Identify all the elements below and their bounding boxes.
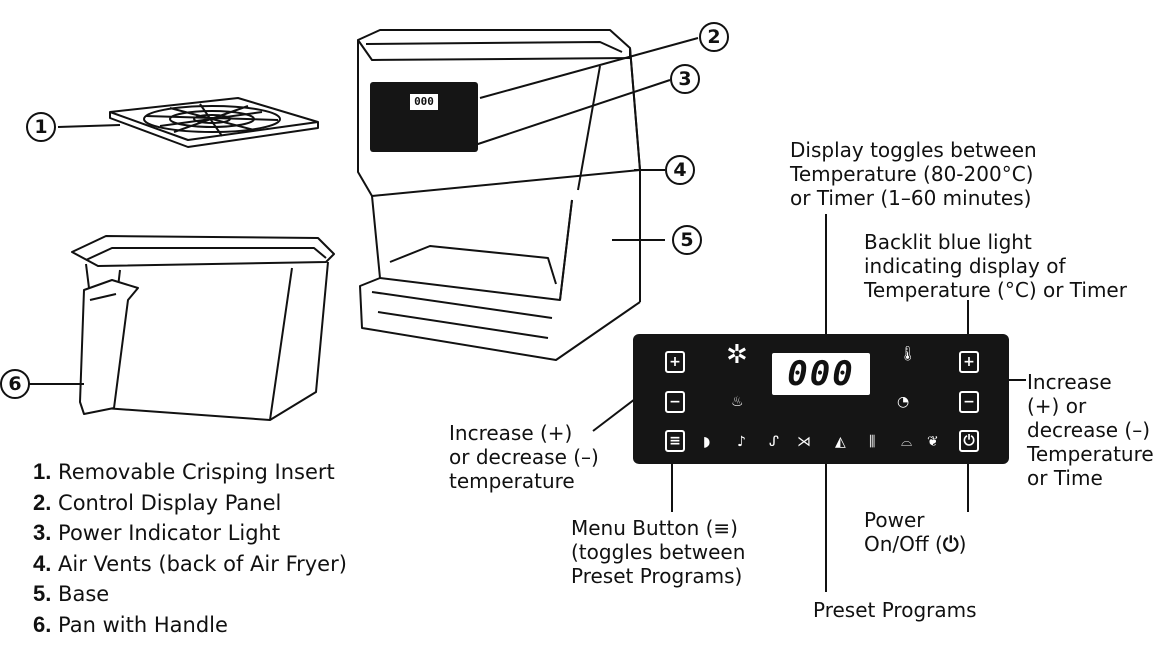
crisping-insert [109, 97, 319, 148]
time-increase-icon: + [959, 351, 979, 373]
legend-item: 5. Base [33, 581, 110, 606]
vegetable-icon: ❦ [927, 434, 939, 450]
air-fryer-body [357, 29, 641, 361]
power-note: Power On/Off (⏻) [864, 508, 967, 556]
callout-1: 1 [26, 112, 56, 142]
legend-item: 3. Power Indicator Light [33, 520, 281, 545]
callout-5: 5 [672, 225, 702, 255]
mini-control-panel: 000 [370, 82, 478, 152]
timer-icon: ◔ [897, 394, 910, 410]
legend-item: 4. Air Vents (back of Air Fryer) [33, 550, 347, 576]
callout-3: 3 [670, 64, 700, 94]
legend-item: 6. Pan with Handle [33, 611, 228, 637]
fan-icon: ✲ [726, 340, 748, 370]
backlit-note: Backlit blue light indicating display of… [864, 230, 1127, 302]
mini-display: 000 [410, 94, 438, 110]
menu-icon: ≡ [665, 430, 685, 452]
time-decrease-icon: − [959, 391, 979, 413]
legend-item: 2. Control Display Panel [33, 489, 282, 515]
pan-with-handle [71, 235, 335, 421]
power-icon: ⏻ [942, 532, 959, 556]
callout-2: 2 [699, 22, 729, 52]
right-adjust-note: Increase (+) or decrease (–) Temperature… [1027, 370, 1154, 490]
thermometer-icon: 🌡︎ [899, 346, 917, 362]
menu-note: Menu Button (≡) (toggles between Preset … [571, 516, 746, 588]
parts-legend: 1. Removable Crisping Insert 2. Control … [33, 457, 347, 640]
fries-icon: ⫼ [869, 434, 876, 450]
temp-adjust-note: Increase (+) or decrease (–) temperature [449, 421, 599, 493]
fish-icon: ⋊ [797, 434, 811, 450]
muffin-icon: ⌓ [901, 434, 913, 450]
temp-decrease-icon: − [665, 391, 685, 413]
pizza-icon: ◭ [835, 434, 846, 450]
shrimp-icon: ᔑ [769, 434, 779, 450]
presets-note: Preset Programs [813, 598, 977, 622]
control-panel: + − ≡ ✲ ♨ 000 🌡︎ ◔ + − ⏻ ◗ ♪ ᔑ ⋊ ◭ ⫼ ⌓ ❦ [633, 334, 1009, 464]
leader-lines [26, 37, 1026, 592]
power-button-icon: ⏻ [959, 430, 979, 452]
steak-icon: ◗ [703, 434, 711, 450]
display-toggle-note: Display toggles between Temperature (80-… [790, 138, 1037, 210]
temp-increase-icon: + [665, 351, 685, 373]
heat-icon: ♨ [731, 394, 744, 410]
callout-6: 6 [0, 369, 30, 399]
drumstick-icon: ♪ [737, 434, 746, 450]
callout-4: 4 [665, 155, 695, 185]
display: 000 [772, 353, 870, 395]
legend-item: 1. Removable Crisping Insert [33, 459, 335, 484]
